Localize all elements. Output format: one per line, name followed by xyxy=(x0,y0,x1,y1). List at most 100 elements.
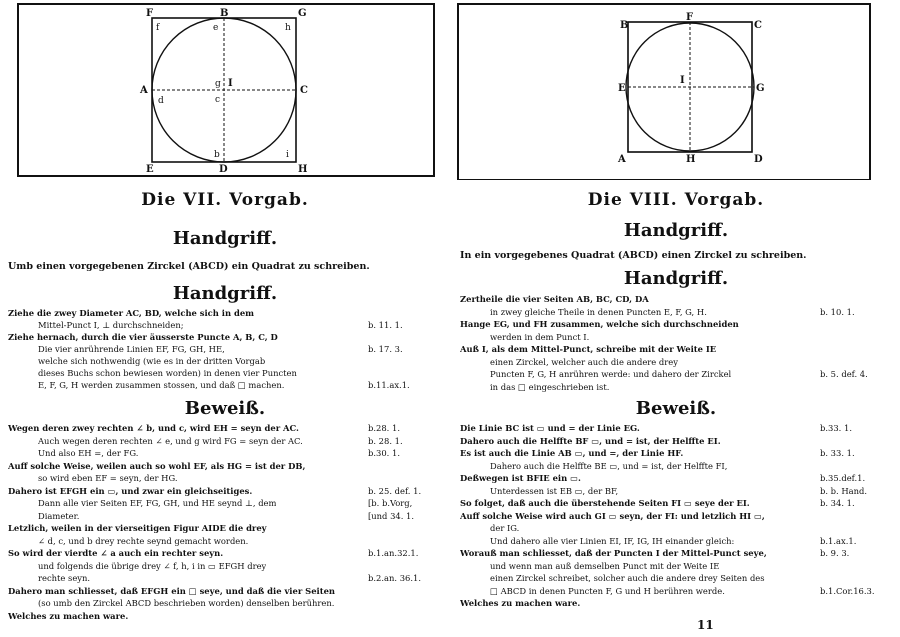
text-line: Zertheile die vier Seiten AB, BC, CD, DA xyxy=(460,294,892,304)
line-text: Unterdessen ist EB ▭, der BF, xyxy=(490,485,619,496)
line-text: E, F, G, H werden zusammen stossen, und … xyxy=(38,380,285,390)
line-text: Und dahero alle vier Linien EI, IF, IG, … xyxy=(490,535,735,546)
line-text: Ziehe die zwey Diameter AC, BD, welche s… xyxy=(8,308,255,318)
label-g: g xyxy=(215,79,221,89)
figure-frame xyxy=(457,3,871,180)
line-reference: [b. b.Vorg, xyxy=(368,498,413,508)
line-text: Zertheile die vier Seiten AB, BC, CD, DA xyxy=(460,294,649,304)
text-line: Letzlich, weilen in der vierseitigen Fig… xyxy=(8,523,442,533)
text-line: Diameter.[und 34. 1. xyxy=(8,511,442,521)
label-B: B xyxy=(620,20,628,31)
label-f: f xyxy=(156,23,160,33)
line-text: Auß I, als dem Mittel-Punct, schreibe mi… xyxy=(460,344,717,354)
line-reference: b.1.ax.1. xyxy=(820,535,857,546)
text-line: Welches zu machen ware. xyxy=(460,598,892,608)
label-I: I xyxy=(228,78,233,89)
label-d: d xyxy=(158,96,164,106)
text-line: Auff solche Weise wird auch GI ▭ seyn, d… xyxy=(460,511,892,521)
text-line: in das □ eingeschrieben ist. xyxy=(460,382,892,392)
figure-vii: F B G f e h A d g I c C b i E D H xyxy=(17,3,435,177)
text-line: Es ist auch die Linie AB ▭, und =, der L… xyxy=(460,448,892,458)
text-line: Auß I, als dem Mittel-Punct, schreibe mi… xyxy=(460,344,892,354)
line-reference: b.35.def.1. xyxy=(820,473,866,483)
line-text: Dahero ist EFGH ein ▭, und zwar ein glei… xyxy=(8,485,253,496)
line-text: rechte seyn. xyxy=(38,573,91,583)
line-text: Dahero man schliesset, daß EFGH ein □ se… xyxy=(8,585,335,596)
text-line: Mittel-Punct I, ⊥ durchschneiden; b. 11. … xyxy=(8,320,442,330)
label-b: b xyxy=(214,150,220,160)
text-line: der IG. xyxy=(460,523,892,533)
text-line: welche sich nothwendig (wie es in der dr… xyxy=(8,356,442,366)
text-line: einen Zirckel schreibet, solcher auch di… xyxy=(460,573,892,583)
text-line: Worauß man schliesset, daß der Puncten I… xyxy=(460,548,892,558)
text-line: Ziehe die zwey Diameter AC, BD, welche s… xyxy=(8,308,442,318)
text-line: werden in dem Punct I. xyxy=(460,332,892,342)
text-line: in zwey gleiche Theile in denen Puncten … xyxy=(460,307,892,317)
statement-line: In ein vorgegebenes Quadrat (ABCD) einen… xyxy=(460,251,807,261)
line-text: Es ist auch die Linie AB ▭, und =, der L… xyxy=(460,448,684,458)
line-text: einen Zirckel schreibet, solcher auch di… xyxy=(490,573,765,583)
text-line: Unterdessen ist EB ▭, der BF,b. b. Hand. xyxy=(460,486,892,496)
line-reference: b. 11. 1. xyxy=(368,320,403,330)
text-line: und wenn man auß demselben Punct mit der… xyxy=(460,561,892,571)
text-line: rechte seyn.b.2.an. 36.1. xyxy=(8,573,442,583)
line-reference: b.11.ax.1. xyxy=(368,380,410,390)
line-text: Hange EG, und FH zusammen, welche sich d… xyxy=(460,319,739,329)
line-reference: b.28. 1. xyxy=(368,423,400,433)
text-line: □ ABCD in denen Puncten F, G und H berüh… xyxy=(460,586,892,596)
line-text: ∠ d, c, und b drey rechte seynd gemacht … xyxy=(38,535,249,546)
figure-frame xyxy=(17,3,435,177)
text-line: So wird der vierdte ∠ a auch ein rechter… xyxy=(8,548,442,558)
line-reference: [und 34. 1. xyxy=(368,510,415,521)
left-page: F B G f e h A d g I c C b i E D H Die VI… xyxy=(8,3,442,621)
text-line: Dahero man schliesset, daß EFGH ein □ se… xyxy=(8,586,442,596)
text-line: Puncten F, G, H anrühren werde: und dahe… xyxy=(460,369,892,379)
line-text: Die vier anrührende Linien EF, FG, GH, H… xyxy=(38,344,225,354)
line-reference: b. 25. def. 1. xyxy=(368,485,422,496)
label-e: e xyxy=(213,23,218,33)
text-line: Die vier anrührende Linien EF, FG, GH, H… xyxy=(8,344,442,354)
line-text: Auch wegen deren rechten ∠ e, und g wird… xyxy=(38,435,303,446)
line-text: Puncten F, G, H anrühren werde: und dahe… xyxy=(490,369,732,379)
line-reference: b. 5. def. 4. xyxy=(820,369,868,379)
text-line: Dahero auch die Helffte BF ▭, und = ist,… xyxy=(460,436,892,446)
line-text: in das □ eingeschrieben ist. xyxy=(490,381,610,392)
statement-line: Umb einen vorgegebenen Zirckel (ABCD) ei… xyxy=(8,262,370,272)
line-text: einen Zirckel, welcher auch die andere d… xyxy=(490,356,678,367)
label-C: C xyxy=(300,85,308,96)
line-text: Mittel-Punct I, ⊥ durchschneiden; xyxy=(38,320,184,330)
text-line: Auch wegen deren rechten ∠ e, und g wird… xyxy=(8,436,442,446)
heading-beweis: Beweiß. xyxy=(635,398,717,419)
line-text: Deßwegen ist BFIE ein ▭. xyxy=(460,473,581,483)
line-text: Worauß man schliesset, daß der Puncten I… xyxy=(460,548,767,558)
line-text: Und also EH =, der FG. xyxy=(38,448,139,458)
problem-title: Die VIII. Vorgab. xyxy=(587,190,765,210)
line-text: So wird der vierdte ∠ a auch ein rechter… xyxy=(8,548,224,558)
line-reference: b.30. 1. xyxy=(368,448,400,458)
line-text: So folget, daß auch die überstehende Sei… xyxy=(460,498,750,508)
text-line: Dahero auch die Helffte BE ▭, und = ist,… xyxy=(460,461,892,471)
text-line: So folget, daß auch die überstehende Sei… xyxy=(460,498,892,508)
line-reference: b. 10. 1. xyxy=(820,306,855,317)
line-text: Welches zu machen ware. xyxy=(8,610,129,621)
label-D: D xyxy=(219,164,228,175)
label-G: G xyxy=(756,83,765,94)
label-I: I xyxy=(680,75,685,86)
text-line: und folgends die übrige drey ∠ f, h, i i… xyxy=(8,561,442,571)
line-text: Die Linie BC ist ▭ und = der Linie EG. xyxy=(460,423,640,433)
right-page: B F C E I G A H D Die VIII. Vorgab. Hand… xyxy=(452,0,900,637)
label-i: i xyxy=(286,150,289,160)
line-text: □ ABCD in denen Puncten F, G und H berüh… xyxy=(490,585,725,596)
line-reference: b. 33. 1. xyxy=(820,448,855,458)
line-text: Welches zu machen ware. xyxy=(460,598,581,608)
text-line: Dahero ist EFGH ein ▭, und zwar ein glei… xyxy=(8,486,442,496)
label-A: A xyxy=(617,154,626,165)
line-reference: b.1.Cor.16.3. xyxy=(820,585,875,596)
heading-handgriff-2: Handgriff. xyxy=(172,283,278,304)
line-text: Dann alle vier Seiten EF, FG, GH, und HE… xyxy=(38,498,277,508)
text-line: Ziehe hernach, durch die vier äusserste … xyxy=(8,332,442,342)
problem-title: Die VII. Vorgab. xyxy=(141,190,309,210)
label-H: H xyxy=(686,154,695,165)
text-line: E, F, G, H werden zusammen stossen, und … xyxy=(8,380,442,390)
line-reference: b. 9. 3. xyxy=(820,548,850,558)
